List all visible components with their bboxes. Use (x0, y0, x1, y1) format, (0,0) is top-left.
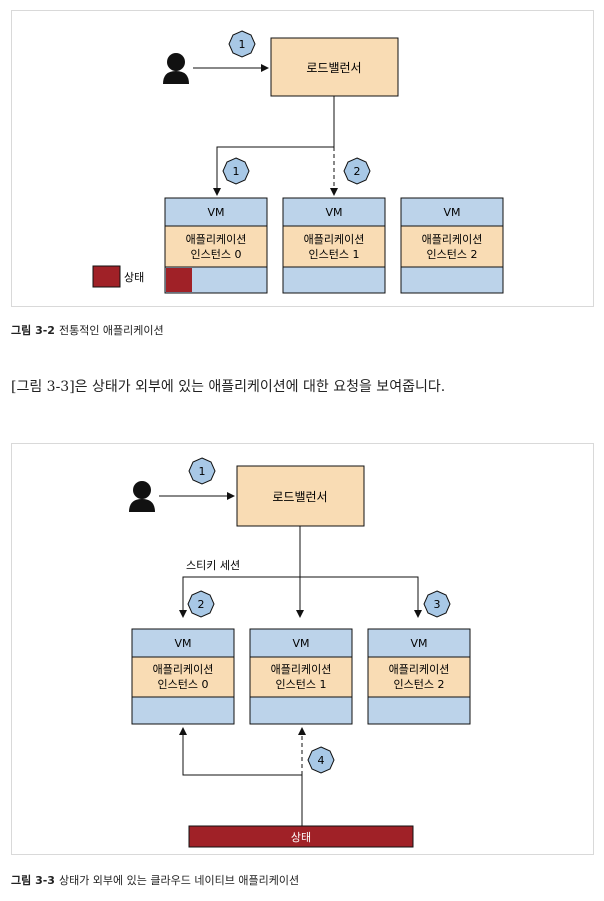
caption-number: 그림 3-3 (11, 874, 55, 887)
instance-label: 인스턴스 2 (427, 248, 478, 261)
app-label: 애플리케이션 (304, 233, 365, 246)
step-number: 4 (318, 754, 325, 767)
route-arrow-vm2 (300, 576, 422, 618)
app-label: 애플리케이션 (153, 663, 214, 676)
route-arrow-vm0 (213, 96, 335, 196)
vm-instance-1: VM 애플리케이션 인스턴스 1 (249, 628, 353, 725)
vm-label: VM (174, 637, 191, 650)
legend-swatch (92, 265, 121, 288)
vm-label: VM (207, 206, 224, 219)
body-paragraph: [그림 3-3]은 상태가 외부에 있는 애플리케이션에 대한 요청을 보여줍니… (11, 379, 446, 395)
load-balancer: 로드밸런서 (236, 465, 365, 527)
step-badge: 1 (222, 157, 250, 185)
vm-label: VM (325, 206, 342, 219)
figure-3-3-panel: 1 로드밸런서 스티키 세션 2 3 VM 애플리케이션 인스턴스 (11, 443, 594, 855)
figure-3-2-panel: 1 로드밸런서 1 2 VM 애플리케이션 인스턴스 0 (11, 10, 594, 307)
load-balancer-label: 로드밸런서 (272, 490, 327, 504)
local-state-block (166, 268, 192, 292)
load-balancer-label: 로드밸런서 (306, 61, 361, 75)
legend-label: 상태 (124, 271, 144, 284)
instance-label: 인스턴스 2 (394, 678, 445, 691)
vm-instance-0: VM 애플리케이션 인스턴스 0 (164, 197, 268, 294)
figure-3-2-diagram: 1 로드밸런서 1 2 VM 애플리케이션 인스턴스 0 (92, 30, 504, 294)
vm-label: VM (410, 637, 427, 650)
step-number: 1 (239, 38, 246, 51)
step-badge: 1 (228, 30, 256, 58)
step-number: 1 (199, 465, 206, 478)
step-number: 1 (233, 165, 240, 178)
step-number: 2 (354, 165, 361, 178)
step-number: 3 (434, 598, 441, 611)
user-icon (129, 481, 155, 512)
sticky-session-label: 스티키 세션 (186, 559, 240, 572)
step-badge: 2 (343, 157, 371, 185)
vm-label: VM (443, 206, 460, 219)
load-balancer: 로드밸런서 (270, 37, 399, 97)
step-badge: 4 (307, 746, 335, 774)
state-legend: 상태 (92, 265, 144, 288)
app-label: 애플리케이션 (389, 663, 450, 676)
app-label: 애플리케이션 (271, 663, 332, 676)
instance-label: 인스턴스 1 (276, 678, 327, 691)
app-label: 애플리케이션 (422, 233, 483, 246)
caption-text: 상태가 외부에 있는 클라우드 네이티브 애플리케이션 (58, 874, 300, 887)
vm-label: VM (292, 637, 309, 650)
step-badge: 2 (187, 590, 215, 618)
instance-label: 인스턴스 1 (309, 248, 360, 261)
vm-instance-2: VM 애플리케이션 인스턴스 2 (367, 628, 471, 725)
instance-label: 인스턴스 0 (158, 678, 209, 691)
instance-label: 인스턴스 0 (191, 248, 242, 261)
step-badge: 3 (423, 590, 451, 618)
app-label: 애플리케이션 (186, 233, 247, 246)
vm-instance-2: VM 애플리케이션 인스턴스 2 (400, 197, 504, 294)
route-arrow-vm0 (179, 576, 300, 618)
caption-number: 그림 3-2 (11, 324, 55, 337)
state-access-arrow-vm0 (179, 727, 303, 826)
vm-instance-0: VM 애플리케이션 인스턴스 0 (131, 628, 235, 725)
caption-text: 전통적인 애플리케이션 (58, 324, 164, 337)
user-icon (163, 53, 189, 84)
vm-instance-1: VM 애플리케이션 인스턴스 1 (282, 197, 386, 294)
external-state-store: 상태 (188, 825, 414, 848)
state-label: 상태 (291, 831, 311, 844)
step-badge: 1 (188, 457, 216, 485)
step-number: 2 (198, 598, 205, 611)
figure-3-3-diagram: 1 로드밸런서 스티키 세션 2 3 VM 애플리케이션 인스턴스 (129, 457, 471, 848)
